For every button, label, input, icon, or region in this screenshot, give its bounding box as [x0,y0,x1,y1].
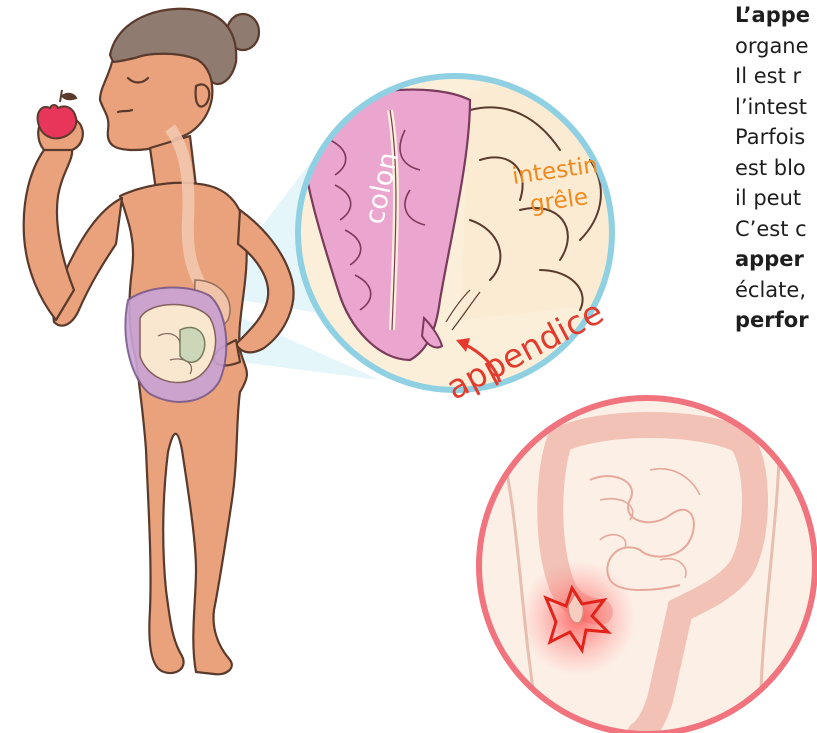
text-line-3: Il est r [735,61,817,92]
explanation-text: L’appe organe Il est r l’intest Parfois … [735,0,817,336]
zoom-circle-inflamed [479,398,815,733]
text-line-9: apper [735,244,817,275]
text-line-6: est blo [735,153,817,184]
apple-icon [38,90,77,138]
text-line-2: organe [735,31,817,62]
text-line-10: éclate, [735,275,817,306]
text-line-5: Parfois [735,122,817,153]
text-line-11: perfor [735,305,817,336]
text-line-8: C’est c [735,214,817,245]
text-line-1: L’appe [735,0,817,31]
zoom-circle-normal [298,76,640,390]
text-line-4: l’intest [735,92,817,123]
text-line-7: il peut [735,183,817,214]
